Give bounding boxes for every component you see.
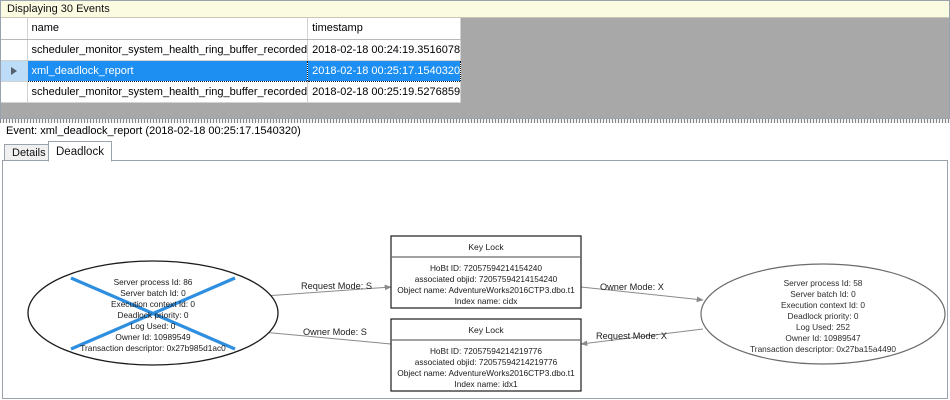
edge-line [580, 286, 704, 303]
victim-cross-line-b [70, 276, 236, 351]
victim-line-0: Server process Id: 86 [114, 277, 193, 287]
key-lock-top-line-1: associated objid: 72057594214154240 [415, 274, 558, 284]
victim-process-node[interactable]: Server process Id: 86 Server batch Id: 0… [27, 260, 279, 366]
column-header-name[interactable]: name [27, 18, 309, 40]
survivor-line-4: Log Used: 252 [796, 322, 850, 332]
key-lock-bottom-line-0: HoBt ID: 72057594214219776 [430, 346, 542, 356]
table-row[interactable]: scheduler_monitor_system_health_ring_buf… [1, 81, 462, 103]
row-marker-icon [10, 66, 17, 75]
key-lock-top-box[interactable] [390, 235, 582, 309]
horizontal-splitter[interactable] [0, 119, 950, 123]
key-lock-bottom-node[interactable]: Key Lock HoBt ID: 72057594214219776 asso… [390, 318, 582, 392]
edge-label-request-s: Request Mode: S [301, 281, 372, 291]
event-detail-label: Event: xml_deadlock_report (2018-02-18 0… [0, 123, 950, 140]
edge-owner-mode-s: Owner Mode: S [250, 327, 392, 345]
events-grid-panel: Displaying 30 Events name timestamp sche… [0, 0, 950, 119]
surviving-process-ellipse[interactable] [700, 263, 946, 365]
detail-tabstrip: Details Deadlock [0, 141, 950, 162]
edge-line [250, 284, 392, 298]
row-selector-cell[interactable] [1, 60, 28, 82]
survivor-line-3: Deadlock priority: 0 [787, 311, 858, 321]
key-lock-top-line-0: HoBt ID: 72057594214154240 [430, 263, 542, 273]
edge-label-owner-x: Owner Mode: X [600, 282, 664, 292]
key-lock-bottom-title: Key Lock [468, 325, 504, 335]
survivor-line-5: Owner Id: 10989547 [785, 333, 861, 343]
cell-name[interactable]: xml_deadlock_report [26, 59, 309, 82]
table-row[interactable]: scheduler_monitor_system_health_ring_buf… [1, 39, 462, 61]
edge-owner-mode-x: Owner Mode: X [580, 282, 704, 303]
table-row-selected[interactable]: xml_deadlock_report 2018-02-18 00:25:17.… [1, 59, 462, 82]
key-lock-top-line-3: Index name: cidx [455, 296, 519, 306]
edge-request-mode-s: Request Mode: S [250, 281, 392, 298]
survivor-line-6: Transaction descriptor: 0x27ba15a4490 [750, 344, 896, 354]
survivor-line-1: Server batch Id: 0 [790, 289, 856, 299]
victim-line-2: Execution context Id: 0 [111, 299, 195, 309]
key-lock-bottom-line-2: Object name: AdventureWorks2016CTP3.dbo.… [397, 368, 575, 378]
edge-line [250, 328, 392, 345]
cell-timestamp[interactable]: 2018-02-18 00:24:19.3516078 [307, 39, 462, 61]
tab-details[interactable]: Details [4, 144, 54, 161]
key-lock-bottom-box[interactable] [390, 318, 582, 392]
survivor-line-0: Server process Id: 58 [784, 278, 863, 288]
survivor-line-2: Execution context Id: 0 [781, 300, 865, 310]
victim-line-4: Log Used: 0 [131, 321, 176, 331]
events-count-header: Displaying 30 Events [1, 1, 949, 18]
cell-timestamp[interactable]: 2018-02-18 00:25:19.5276859 [307, 81, 462, 103]
deadlock-tab-panel: Request Mode: S Owner Mode: X Owner Mode… [2, 160, 948, 399]
cell-timestamp[interactable]: 2018-02-18 00:25:17.1540320 [307, 59, 462, 82]
column-header-timestamp[interactable]: timestamp [307, 18, 462, 40]
tab-deadlock[interactable]: Deadlock [48, 141, 112, 162]
edge-line [580, 328, 704, 347]
victim-line-1: Server batch Id: 0 [120, 288, 186, 298]
cell-name[interactable]: scheduler_monitor_system_health_ring_buf… [27, 39, 309, 61]
row-selector-cell[interactable] [1, 39, 28, 61]
deadlock-graph-canvas[interactable]: Request Mode: S Owner Mode: X Owner Mode… [3, 161, 947, 398]
deadlock-graph-svg: Request Mode: S Owner Mode: X Owner Mode… [27, 235, 946, 392]
victim-line-5: Owner Id: 10989549 [115, 332, 191, 342]
victim-line-6: Transaction descriptor: 0x27b985d1ac0 [80, 343, 226, 353]
edge-label-owner-s: Owner Mode: S [303, 327, 367, 337]
row-selector-header [1, 18, 28, 40]
row-selector-cell[interactable] [1, 81, 28, 103]
events-table: name timestamp scheduler_monitor_system_… [1, 18, 462, 103]
key-lock-bottom-line-3: Index name: idx1 [454, 379, 518, 389]
key-lock-bottom-line-1: associated objid: 72057594214219776 [415, 357, 558, 367]
key-lock-top-node[interactable]: Key Lock HoBt ID: 72057594214154240 asso… [390, 235, 582, 309]
key-lock-top-line-2: Object name: AdventureWorks2016CTP3.dbo.… [397, 285, 575, 295]
cell-name[interactable]: scheduler_monitor_system_health_ring_buf… [27, 81, 309, 103]
edge-label-request-x: Request Mode: X [596, 331, 667, 341]
events-grid[interactable]: name timestamp scheduler_monitor_system_… [1, 18, 949, 118]
victim-line-3: Deadlock priority: 0 [117, 310, 188, 320]
edge-request-mode-x: Request Mode: X [580, 328, 704, 347]
table-header-row: name timestamp [1, 18, 462, 40]
surviving-process-node[interactable]: Server process Id: 58 Server batch Id: 0… [700, 263, 946, 365]
key-lock-top-title: Key Lock [468, 242, 504, 252]
